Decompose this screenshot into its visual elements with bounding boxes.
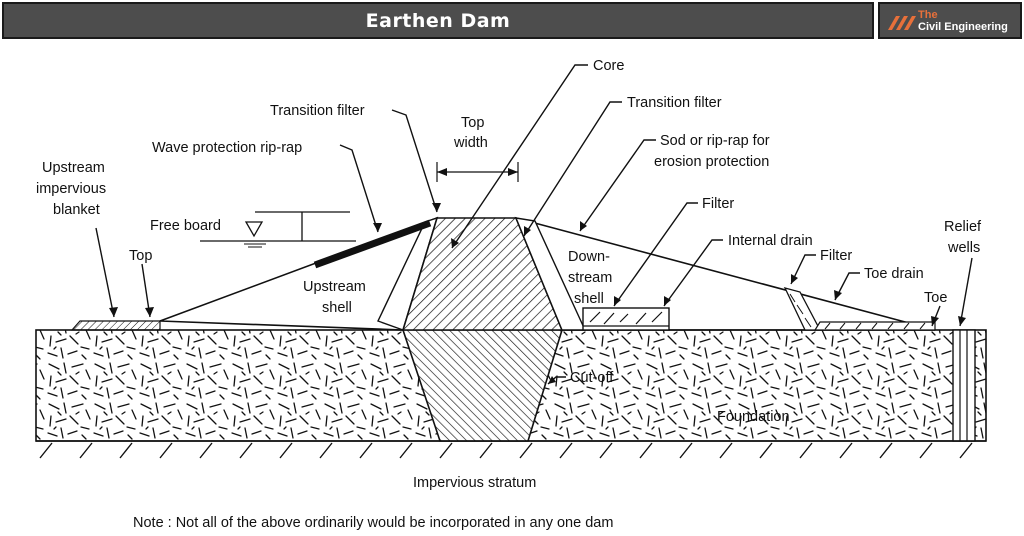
label-top: Top	[129, 248, 152, 264]
diagram-note: Note : Not all of the above ordinarily w…	[133, 515, 613, 531]
label-upstream-blanket-1: Upstream	[42, 160, 105, 176]
label-transition-filter-left: Transition filter	[270, 103, 365, 119]
label-upstream-shell-2: shell	[322, 300, 352, 316]
wave-protection-riprap	[313, 219, 432, 269]
internal-drain	[582, 307, 670, 331]
label-toe: Toe	[924, 290, 947, 306]
label-downstream-shell-1: Down-	[568, 249, 610, 265]
upstream-impervious-blanket	[70, 320, 161, 331]
page-title: Earthen Dam	[365, 9, 511, 32]
title-banner: Earthen Dam	[2, 2, 874, 39]
label-top-width-1: Top	[461, 115, 484, 131]
label-core: Core	[593, 58, 624, 74]
label-cut-off: Cut-off	[570, 370, 614, 386]
label-wave-protection: Wave protection rip-rap	[152, 140, 302, 156]
label-downstream-shell-3: shell	[574, 291, 604, 307]
brand-logo: The Civil Engineering	[878, 2, 1022, 39]
water-level-icon	[244, 221, 264, 238]
label-transition-filter-right: Transition filter	[627, 95, 722, 111]
label-upstream-shell-1: Upstream	[303, 279, 366, 295]
logo-text-name: Civil Engineering	[918, 20, 1008, 33]
label-relief-wells-1: Relief	[944, 219, 982, 235]
label-toe-drain: Toe drain	[864, 266, 924, 282]
label-upstream-blanket-3: blanket	[53, 202, 100, 218]
label-foundation: Foundation	[717, 409, 790, 425]
label-relief-wells-2: wells	[947, 240, 980, 256]
label-internal-drain: Internal drain	[728, 233, 813, 249]
label-top-width-2: width	[453, 135, 488, 151]
relief-well	[952, 329, 976, 442]
label-sod-2: erosion protection	[654, 154, 769, 170]
logo-stripes-icon	[888, 15, 916, 30]
label-filter-1: Filter	[702, 196, 734, 212]
label-upstream-blanket-2: impervious	[36, 181, 106, 197]
logo-text-the: The	[918, 8, 938, 21]
label-downstream-shell-2: stream	[568, 270, 612, 286]
label-impervious-stratum: Impervious stratum	[413, 475, 536, 491]
label-sod-1: Sod or rip-rap for	[660, 133, 770, 149]
impervious-stratum-hatching	[36, 440, 986, 459]
label-free-board: Free board	[150, 218, 221, 234]
label-filter-2: Filter	[820, 248, 852, 264]
